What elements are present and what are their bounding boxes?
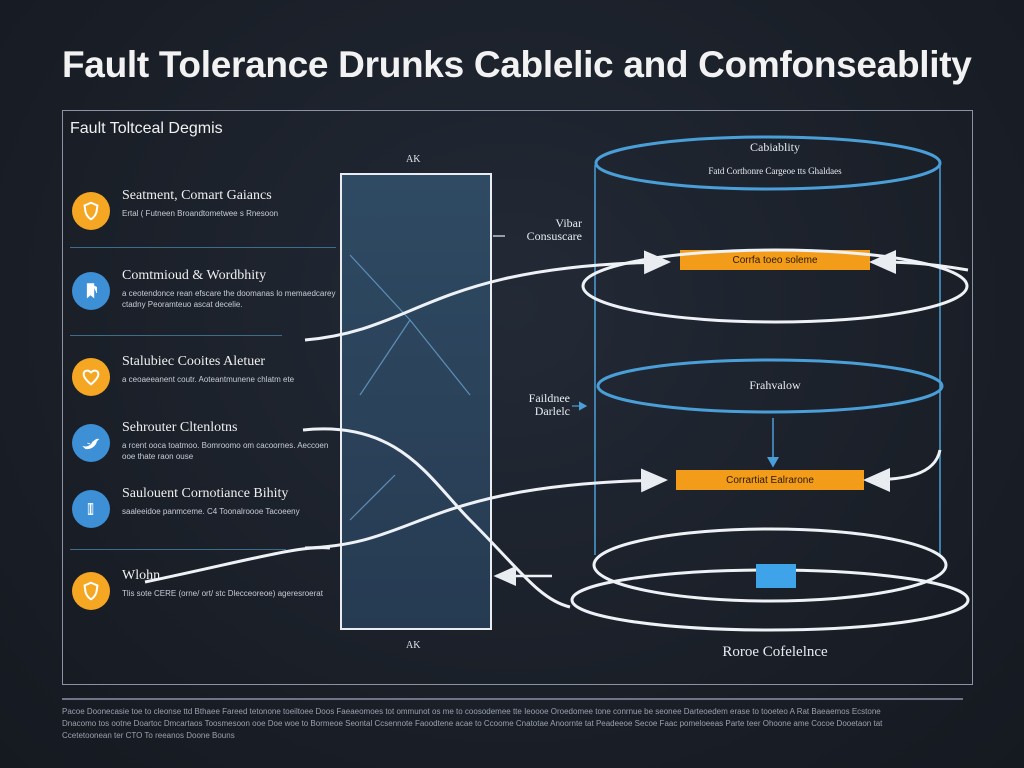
item-label: Sehrouter Cltenlotns (122, 420, 238, 435)
cylinder-top-ellipse (594, 135, 942, 191)
item-desc: saaleeidoe panmceme. C4 Toonalroooe Taco… (122, 507, 300, 516)
divider (70, 247, 336, 248)
document-icon (72, 490, 110, 528)
center-top-label: AK (406, 154, 421, 165)
item-desc: Tlis sote CERE (orne/ ort/ stc Dlecceore… (122, 589, 323, 598)
panel-title: Fault Toltceal Degmis (70, 120, 223, 137)
upper-bar: Corrfa toeo soleme (680, 250, 870, 270)
footer-text: Pacoe Doonecasie toe to cleonse ttd Btha… (62, 707, 883, 740)
item-desc: a rcent ooca toatmoo. Bomroomo om cacoor… (122, 441, 329, 461)
page-title: Fault Tolerance Drunks Cablelic and Comf… (62, 44, 972, 85)
center-diagonal (349, 474, 396, 521)
item-desc: a ceotendonce rean efscare the doomanas … (122, 289, 336, 309)
center-bottom-label: AK (406, 640, 421, 651)
connector-bottom-left (144, 546, 331, 584)
heart-shield-icon (72, 358, 110, 396)
item-label: Seatment, Comart Gaiancs (122, 188, 272, 203)
item-desc: Ertal ( Futneen Broandtometwee s Rnesoon (122, 209, 279, 218)
connector-lower (304, 468, 668, 550)
connector-upper (304, 250, 671, 342)
connector-upper-right (869, 250, 969, 275)
lower-white-ellipse-a (592, 527, 948, 603)
divider (70, 335, 282, 336)
blue-block (756, 564, 796, 588)
connector-lower-right (863, 449, 942, 492)
bird-icon (72, 424, 110, 462)
item-label: Saulouent Cornotiance Bihity (122, 486, 289, 501)
cylinder-mid-ellipse (596, 358, 944, 414)
lower-bar: Corrartiat Ealrarone (676, 470, 864, 490)
cylinder-top-subtitle: Fatd Corthonre Cargeoe tts Ghaldaes (708, 166, 842, 176)
diagram-panel (62, 110, 973, 685)
cylinder-bottom-caption: Roroe Cofelelnce (722, 644, 828, 660)
upper-white-ellipse (581, 248, 969, 324)
mid-label-upper: Vibar Consuscare (526, 216, 582, 243)
shield-icon (72, 572, 110, 610)
bookmark-icon (72, 272, 110, 310)
divider (70, 549, 286, 550)
mid-label-lower: Faildnee Darlelc (528, 391, 570, 418)
item-desc: a ceoaeeanent coutr. Aoteantmunene chlat… (122, 375, 295, 384)
cylinder-top-title: Cabiablity (750, 140, 800, 154)
connector-diagonal (302, 427, 571, 609)
item-label: Wlohn (122, 568, 161, 583)
center-column (340, 173, 492, 630)
center-zigzag-lower (409, 319, 471, 396)
cylinder-middle-title: Frahvalow (749, 378, 801, 392)
item-label: Stalubiec Cooites Aletuer (122, 354, 266, 369)
item-label: Comtmioud & Wordbhity (122, 268, 267, 283)
footer-divider (62, 698, 963, 700)
shield-icon (72, 192, 110, 230)
